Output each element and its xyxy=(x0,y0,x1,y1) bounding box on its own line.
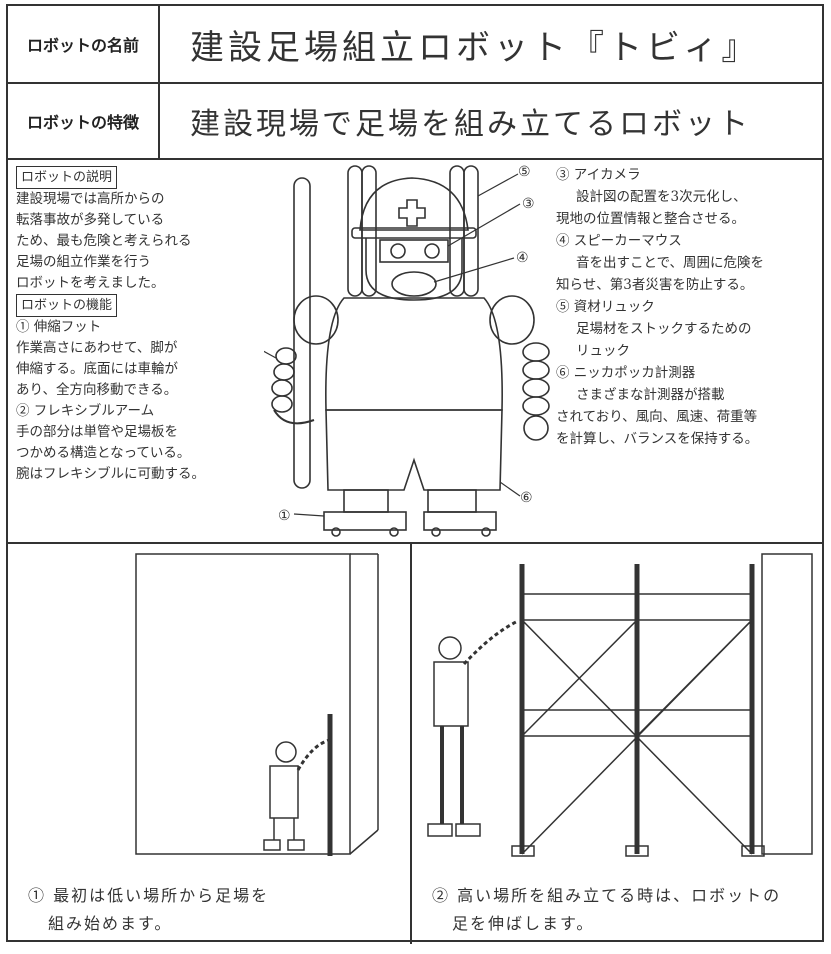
feature-row: ロボットの特徴 建設現場で足場を組み立てるロボット xyxy=(8,84,822,160)
description-title: ロボットの説明 xyxy=(16,166,118,189)
foot-base xyxy=(323,511,407,531)
function-line: 腕はフレキシブルに可動する。 xyxy=(16,466,205,482)
callout-1: ① xyxy=(278,508,291,524)
function-1-title: ① 伸縮フット xyxy=(16,319,102,335)
shoulder xyxy=(489,295,535,345)
foot-base xyxy=(423,511,497,531)
low-scene-drawing xyxy=(135,553,379,856)
feature-label: ロボットの特徴 xyxy=(8,84,160,158)
caption-line: ② 高い場所を組み立てる時は、ロボットの xyxy=(432,886,782,905)
body xyxy=(325,297,503,411)
foot xyxy=(343,489,389,513)
eye-icon xyxy=(390,243,406,259)
function-line: 作業高さにあわせて、脚が xyxy=(16,340,178,356)
panel-low: ① 最初は低い場所から足場を 組み始めます。 xyxy=(8,544,412,944)
callout-lines xyxy=(264,173,521,517)
usage-panels: ① 最初は低い場所から足場を 組み始めます。 xyxy=(8,544,822,944)
callout-3: ③ xyxy=(522,196,535,212)
helmet xyxy=(359,177,469,231)
pipe xyxy=(293,177,311,489)
caption-line: ① 最初は低い場所から足場を xyxy=(28,886,270,905)
shoulder xyxy=(293,295,339,345)
caption-high: ② 高い場所を組み立てる時は、ロボットの 足を伸ばします。 xyxy=(432,882,781,938)
function-line: 手の部分は単管や足場板を xyxy=(16,424,178,440)
nikka-pants xyxy=(325,409,503,491)
caption-line: 組み始めます。 xyxy=(48,914,173,933)
function-6-title: ⑥ ニッカポッカ計測器 xyxy=(556,365,696,381)
callout-5: ⑤ xyxy=(518,164,531,180)
function-line: リュック xyxy=(576,343,630,359)
robot-head xyxy=(275,741,297,763)
function-5-title: ⑤ 資材リュック xyxy=(556,299,655,315)
feature-value: 建設現場で足場を組み立てるロボット xyxy=(190,107,751,142)
caption-line: 足を伸ばします。 xyxy=(452,914,595,933)
left-arm xyxy=(271,347,315,425)
foot xyxy=(427,489,477,513)
desc-line: 転落事故が多発している xyxy=(16,212,165,228)
panel-high: ② 高い場所を組み立てる時は、ロボットの 足を伸ばします。 xyxy=(412,544,822,944)
function-4-title: ④ スピーカーマウス xyxy=(556,233,682,249)
name-value: 建設足場組立ロボット『トビィ』 xyxy=(190,27,760,68)
desc-line: ため、最も危険と考えられる xyxy=(16,233,192,249)
function-line: あり、全方向移動できる。 xyxy=(16,382,178,398)
function-line: 設計図の配置を3次元化し、 xyxy=(576,189,747,205)
right-arm xyxy=(522,342,550,441)
right-text: ③ アイカメラ 設計図の配置を3次元化し、 現地の位置情報と整合させる。 ④ ス… xyxy=(556,164,826,450)
robot-sheet: ロボットの名前 建設足場組立ロボット『トビィ』 ロボットの特徴 建設現場で足場を… xyxy=(6,4,824,944)
desc-line: 足場の組立作業を行う xyxy=(16,254,151,270)
robot-body xyxy=(269,765,299,819)
scaffold xyxy=(511,564,765,857)
functions-title: ロボットの機能 xyxy=(16,294,118,317)
explanation-area: ロボットの説明 建設現場では高所からの 転落事故が多発している ため、最も危険と… xyxy=(8,160,822,544)
function-line: 伸縮する。底面には車輪が xyxy=(16,361,178,377)
name-row: ロボットの名前 建設足場組立ロボット『トビィ』 xyxy=(8,6,822,84)
function-line: 知らせ、第3者災害を防止する。 xyxy=(556,277,754,293)
building-wall xyxy=(135,553,351,855)
high-scene-drawing xyxy=(427,553,813,857)
desc-line: ロボットを考えました。 xyxy=(16,275,165,291)
eye-icon xyxy=(424,243,440,259)
cross-icon xyxy=(398,199,426,227)
left-text: ロボットの説明 建設現場では高所からの 転落事故が多発している ため、最も危険と… xyxy=(16,166,266,485)
function-line: さまざまな計測器が搭載 xyxy=(576,387,725,403)
name-label: ロボットの名前 xyxy=(8,6,160,82)
callout-4: ④ xyxy=(516,250,529,266)
caption-low: ① 最初は低い場所から足場を 組み始めます。 xyxy=(28,882,269,938)
eye-camera xyxy=(379,239,449,263)
callout-6: ⑥ xyxy=(520,490,533,506)
robot-illustration: ⑤ ③ ④ ② ① ⑥ xyxy=(264,164,550,537)
function-line: 現地の位置情報と整合させる。 xyxy=(556,211,745,227)
function-2-title: ② フレキシブルアーム xyxy=(16,403,155,419)
function-line: を計算し、バランスを保持する。 xyxy=(556,431,759,447)
function-line: つかめる構造となっている。 xyxy=(16,445,191,461)
function-line: 音を出すことで、周囲に危険を xyxy=(576,255,765,271)
function-line: されており、風向、風速、荷重等 xyxy=(556,409,758,425)
function-line: 足場材をストックするための xyxy=(576,321,752,337)
desc-line: 建設現場では高所からの xyxy=(16,191,165,207)
speaker-mouth xyxy=(391,271,437,297)
robot-body xyxy=(433,661,469,727)
head xyxy=(365,238,463,301)
function-3-title: ③ アイカメラ xyxy=(556,167,641,183)
building-wall xyxy=(761,553,813,855)
backpack-pipes xyxy=(347,165,479,297)
helmet-brim xyxy=(351,227,477,239)
robot-head xyxy=(438,636,462,660)
